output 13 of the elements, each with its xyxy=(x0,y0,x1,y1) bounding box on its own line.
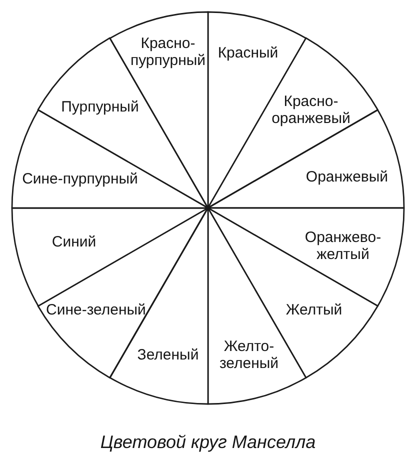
hue-label: Пурпурный xyxy=(61,98,139,116)
hue-label: Зеленый xyxy=(137,346,199,364)
hue-label: Оранжевый xyxy=(306,168,388,186)
hue-label: Оранжево-желтый xyxy=(304,229,382,263)
hue-label: Сине-зеленый xyxy=(46,302,146,318)
hue-label: Красно-пурпурный xyxy=(130,35,206,69)
caption: Цветовой круг Манселла xyxy=(100,431,316,453)
hue-label: Сине-пурпурный xyxy=(22,170,138,188)
hue-label: Желтый xyxy=(286,302,342,318)
hue-label: Синий xyxy=(52,234,96,250)
hue-label: Желто-зеленый xyxy=(219,338,279,372)
hue-label: Красно-оранжевый xyxy=(272,92,350,127)
hue-label: Красный xyxy=(218,44,278,62)
